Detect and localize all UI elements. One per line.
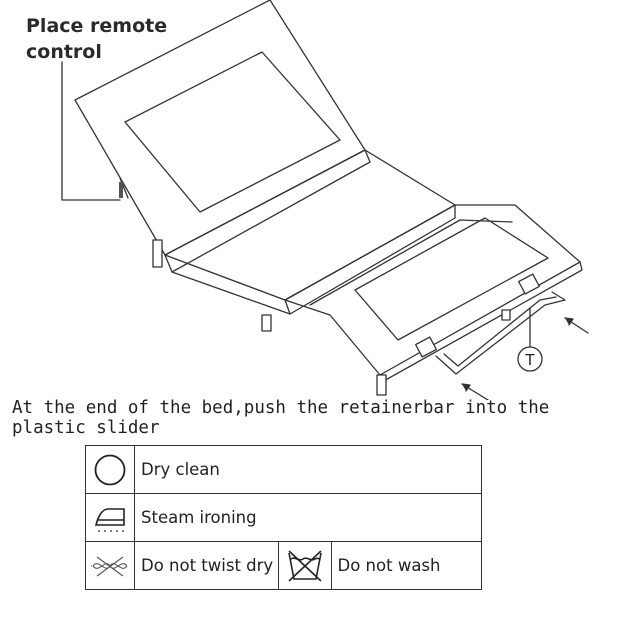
plastic-slider — [415, 336, 437, 358]
bed-leg — [261, 314, 272, 332]
adjustable-bed-illustration: T — [61, 0, 589, 400]
foot-section-inner-panel — [354, 217, 549, 341]
care-symbol-cell — [85, 445, 135, 494]
retainer-marker-label: T — [524, 351, 535, 369]
bed-leg — [152, 239, 163, 268]
plastic-slider — [518, 273, 540, 295]
no-twist-dry-icon — [91, 556, 128, 576]
head-section-inner-panel — [124, 51, 341, 213]
bed-leg — [376, 374, 387, 396]
retainer-marker-circle — [517, 346, 543, 372]
care-label: Dry clean — [134, 445, 482, 494]
care-label: Steam ironing — [134, 493, 482, 542]
care-symbol-cell — [85, 493, 135, 542]
care-label: Do not wash — [330, 541, 483, 590]
callout-line-1: Place remote — [26, 15, 168, 37]
care-symbols-table: Dry clean Steam ironing — [85, 445, 483, 590]
bed-leg — [501, 309, 511, 321]
care-row: Steam ironing — [85, 493, 482, 542]
care-symbol-cell — [85, 541, 135, 590]
no-wash-icon — [288, 549, 322, 582]
callout-leader-line — [61, 61, 121, 201]
instruction-text: At the end of the bed,push the retainerb… — [12, 398, 550, 438]
callout-line-2: control — [26, 41, 102, 63]
care-row: Do not twist dry Do not wash — [85, 541, 483, 590]
care-label: Do not twist dry — [133, 541, 280, 590]
care-row: Dry clean — [85, 445, 482, 494]
bed-seat-section — [164, 149, 456, 301]
retainer-bar — [435, 291, 566, 375]
remote-control-callout: Place remote control — [26, 13, 167, 65]
bed-head-section — [74, 0, 366, 256]
dry-clean-icon — [94, 454, 126, 485]
care-symbol-cell — [278, 541, 332, 590]
steam-iron-icon — [94, 507, 125, 532]
